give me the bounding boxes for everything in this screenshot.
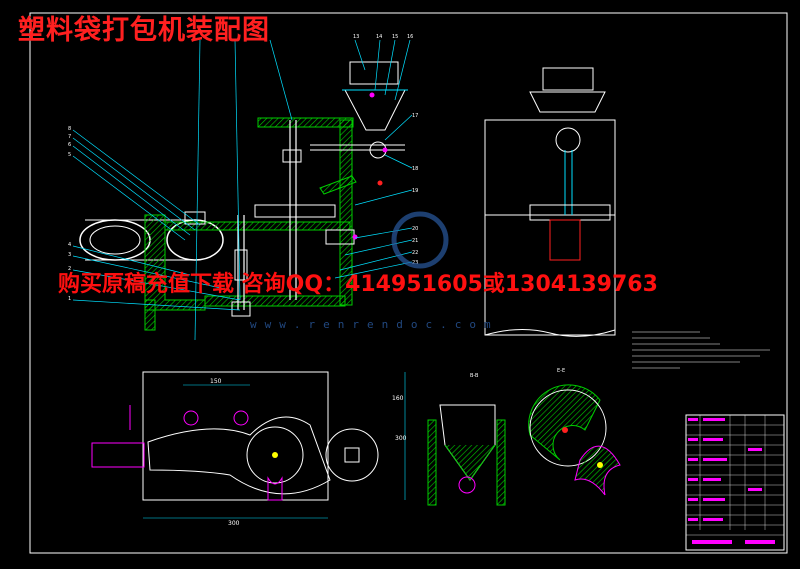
svg-text:2: 2 (68, 266, 71, 272)
plan-slot (267, 476, 283, 501)
svg-text:8: 8 (68, 126, 71, 132)
section-b-funnel-hatch (444, 444, 496, 481)
bracket-marker (352, 234, 358, 240)
bearing-block (254, 204, 336, 218)
section-e-star-wheel (574, 445, 621, 496)
gear-housing (234, 249, 248, 281)
svg-text:6: 6 (68, 142, 71, 148)
side-break-line (484, 328, 616, 337)
watermark-logo (391, 211, 449, 269)
hopper-top (349, 61, 399, 85)
side-plate (529, 204, 611, 221)
svg-text:13: 13 (353, 34, 359, 40)
section-e-cam-hatch (528, 384, 601, 461)
contact-banner: 购买原稿充值下载 咨询QQ：414951605或1304139763 (58, 272, 658, 297)
frame-top-beam (257, 117, 354, 128)
svg-text:21: 21 (412, 238, 418, 244)
roller-marker (382, 147, 388, 153)
frame-leg-left (144, 299, 156, 331)
section-e-label: E-E (557, 368, 565, 374)
svg-text:14: 14 (376, 34, 382, 40)
svg-text:4: 4 (68, 242, 71, 248)
svg-text:15: 15 (392, 34, 398, 40)
part-number-labels: 13 14 15 16 17 18 19 20 21 22 23 8 7 6 5… (68, 34, 418, 302)
hopper-marker (369, 92, 375, 98)
left-pulley-inner (89, 225, 141, 255)
dim-label-right: 160 (392, 395, 404, 402)
svg-text:20: 20 (412, 226, 418, 232)
bottom-bearing (231, 301, 251, 317)
plan-hole-2 (233, 410, 249, 426)
dim-label-bottom: 300 (228, 520, 240, 527)
plan-motor (91, 442, 145, 468)
bom-rows (686, 415, 784, 536)
side-hopper-funnel (529, 91, 606, 113)
bom-table (685, 414, 785, 551)
section-e-cam (529, 389, 607, 467)
side-housing (484, 119, 616, 336)
svg-text:18: 18 (412, 166, 418, 172)
section-b-label: B-B (470, 373, 479, 379)
watermark-text: www.renrendoc.com (250, 318, 499, 331)
svg-text:22: 22 (412, 250, 418, 256)
section-b-wall-left (427, 419, 437, 506)
dim-label-top: 150 (210, 378, 222, 385)
frame-mid-beam (164, 221, 351, 231)
leader-lines (72, 39, 413, 341)
svg-text:7: 7 (68, 134, 71, 140)
side-hopper-top (542, 67, 594, 91)
pulley-hub (184, 211, 206, 225)
title-block (685, 414, 785, 551)
svg-text:1: 1 (68, 296, 71, 302)
plan-view: 150 300 160 300 (91, 371, 407, 527)
section-b-roller (458, 476, 476, 494)
plan-cam-outline (147, 416, 331, 495)
plan-base-plate (142, 371, 329, 501)
section-e-e: E-E (528, 368, 621, 496)
plan-drum-core (344, 447, 360, 463)
chute-marker (377, 180, 383, 186)
plan-turntable (246, 426, 304, 484)
front-view: 13 14 15 16 17 18 19 20 21 22 23 8 7 6 5… (68, 34, 418, 341)
drawing-border (29, 12, 788, 554)
bom-text-marks (688, 418, 775, 544)
section-b-b: B-B (427, 373, 506, 506)
upper-bearing (282, 149, 302, 163)
side-view (484, 67, 616, 337)
svg-text:16: 16 (407, 34, 413, 40)
plan-drum (325, 428, 379, 482)
drawing-title: 塑料袋打包机装配图 (18, 15, 270, 46)
svg-text:23: 23 (412, 260, 418, 266)
section-b-wall-right (496, 419, 506, 506)
chute-plate (319, 175, 357, 195)
svg-text:17: 17 (412, 113, 418, 119)
dim-label-right-2: 300 (395, 435, 407, 442)
technical-notes (632, 331, 770, 369)
side-roller (555, 127, 581, 153)
svg-text:19: 19 (412, 188, 418, 194)
svg-text:3: 3 (68, 252, 71, 258)
plan-center-mark (272, 452, 278, 458)
plan-hole-1 (183, 410, 199, 426)
section-e-center (597, 462, 603, 468)
section-e-cam-center (562, 427, 568, 433)
svg-text:5: 5 (68, 152, 71, 158)
side-cup (549, 219, 581, 261)
